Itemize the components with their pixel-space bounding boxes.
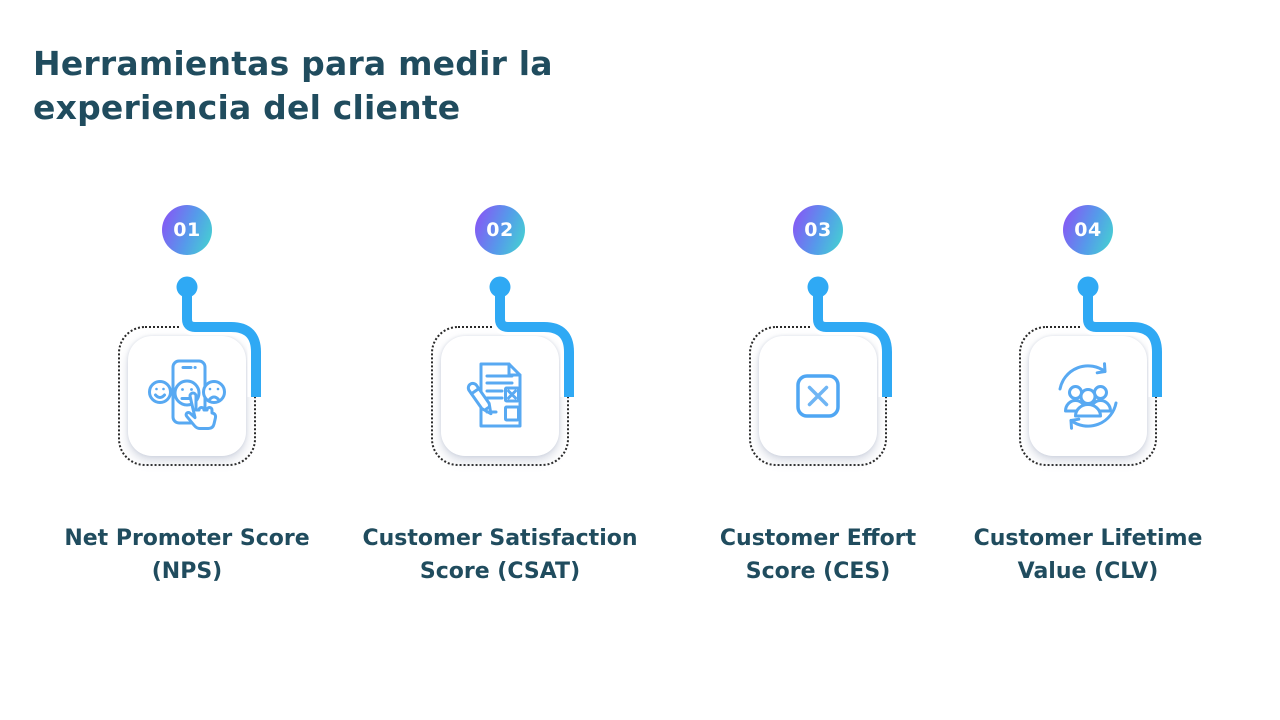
step-label: Customer Lifetime Value (CLV) <box>973 526 1203 584</box>
step-label: Customer Effort Score (CES) <box>719 526 917 584</box>
connector-line <box>485 272 578 397</box>
phone-feedback-faces-icon <box>148 359 226 430</box>
step-column-csat: 02 Customer Satisfactio <box>340 0 660 720</box>
step-column-clv: 04 Customer Lifetime Value (CLV) <box>928 0 1248 720</box>
connector-line <box>172 272 265 397</box>
step-number-badge: 01 <box>162 205 212 255</box>
step-number-badge: 04 <box>1063 205 1113 255</box>
x-checkbox-icon <box>796 374 840 418</box>
slide-title: Herramientas para medir la experiencia d… <box>33 44 553 127</box>
connector-line <box>1073 272 1166 397</box>
step-column-ces: 03 Customer Effort Score (CES) <box>658 0 978 720</box>
people-cycle-icon <box>1058 362 1118 430</box>
step-number-badge: 03 <box>793 205 843 255</box>
survey-form-pencil-icon <box>466 362 522 428</box>
step-number-badge: 02 <box>475 205 525 255</box>
step-label: Net Promoter Score (NPS) <box>64 526 310 584</box>
step-label: Customer Satisfaction Score (CSAT) <box>362 526 638 584</box>
connector-line <box>803 272 896 397</box>
step-column-nps: 01 Net Promoter Score <box>27 0 347 720</box>
